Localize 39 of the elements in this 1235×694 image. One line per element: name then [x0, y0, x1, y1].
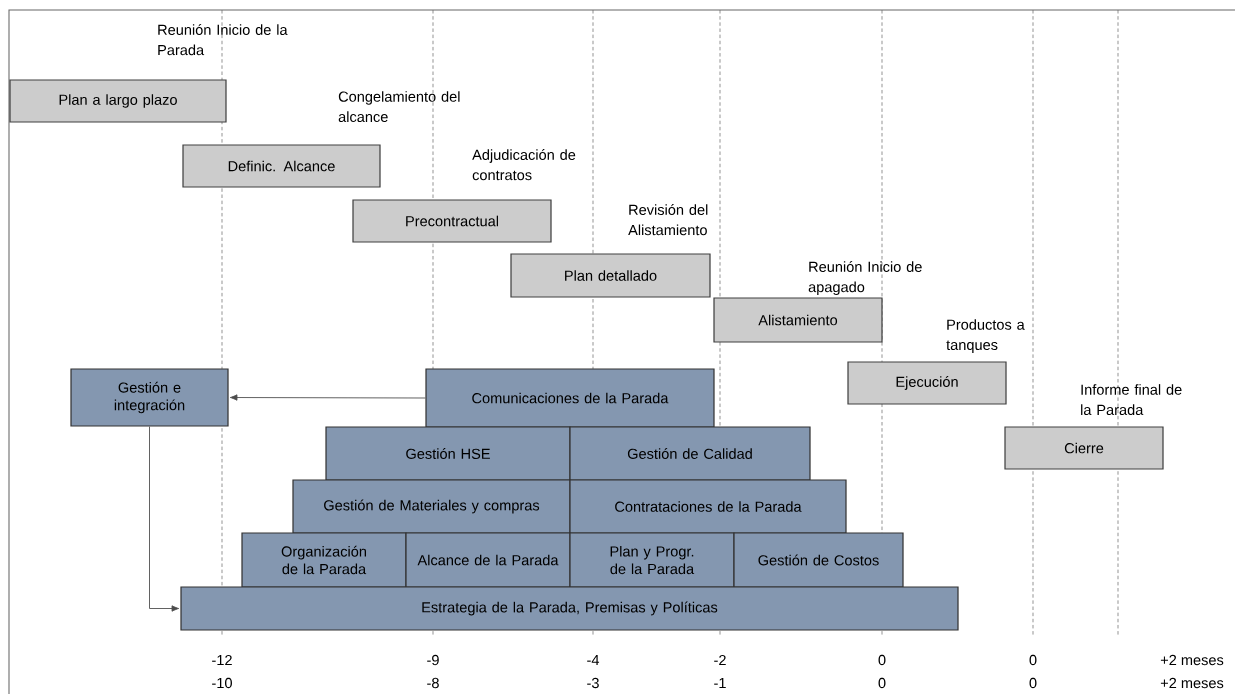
tick-label: -1: [714, 678, 726, 689]
process-box: Definic. Alcance: [182, 144, 381, 188]
process-box: Plan detallado: [510, 253, 711, 298]
process-box: Cierre: [1004, 426, 1164, 470]
tick-label: 0: [878, 654, 886, 666]
tick-label: -2: [714, 654, 726, 666]
tick-label: 0: [878, 677, 886, 689]
arrow: [229, 394, 426, 401]
area-box: Gestión HSE: [325, 426, 571, 481]
process-box: Plan a largo plazo: [9, 79, 227, 123]
tick-label: -9: [427, 654, 439, 666]
area-box: Comunicaciones de la Parada: [425, 368, 715, 428]
milestone-label: Productos a tanques: [946, 319, 1025, 353]
tick-label: -8: [427, 677, 439, 689]
milestone-label: Adjudicación de contratos: [472, 149, 576, 181]
tick-label: +2 meses: [1160, 677, 1224, 689]
process-box: Alistamiento: [713, 297, 883, 343]
area-box: Organización de la Parada: [241, 532, 407, 588]
tick-label: -10: [212, 677, 232, 689]
milestone-label: Reunión Inicio de apagado: [808, 261, 922, 296]
arrow: [149, 426, 180, 612]
milestone-label: Congelamiento del alcance: [338, 91, 460, 122]
process-box: Precontractual: [352, 199, 552, 243]
area-box: Gestión de Calidad: [569, 426, 811, 481]
area-box: Plan y Progr. de la Parada: [569, 532, 735, 588]
area-box: Gestión de Materiales y compras: [292, 479, 571, 534]
tick-label: -4: [587, 655, 600, 666]
process-box: Ejecución: [847, 361, 1007, 405]
tick-label: +2 meses: [1160, 654, 1224, 666]
tick-label: 0: [1029, 654, 1037, 666]
area-box: Gestión de Costos: [733, 532, 904, 588]
milestone-label: Revisión del Alistamiento: [628, 204, 708, 236]
area-box: Contrataciones de la Parada: [569, 479, 847, 534]
area-box: Alcance de la Parada: [405, 532, 571, 588]
tick-label: 0: [1029, 677, 1037, 689]
milestone-label: Reunión Inicio de la Parada: [158, 24, 288, 56]
tick-label: -3: [587, 677, 599, 689]
area-box: Gestión e integración: [70, 368, 229, 427]
tick-label: -12: [212, 654, 232, 666]
